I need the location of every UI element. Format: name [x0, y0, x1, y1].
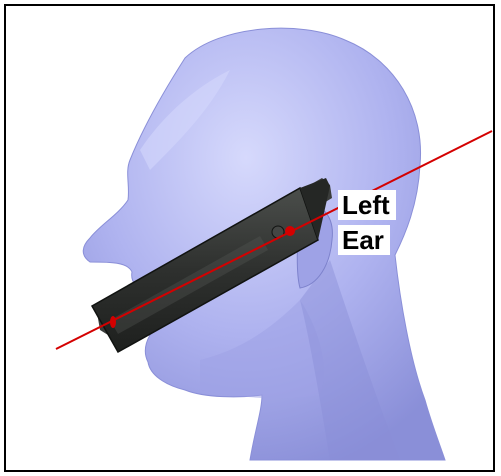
ear-reference-point-icon — [285, 226, 295, 236]
mouth-reference-point-icon — [110, 316, 116, 328]
label-ear: Ear — [338, 225, 390, 255]
label-left: Left — [338, 190, 396, 220]
